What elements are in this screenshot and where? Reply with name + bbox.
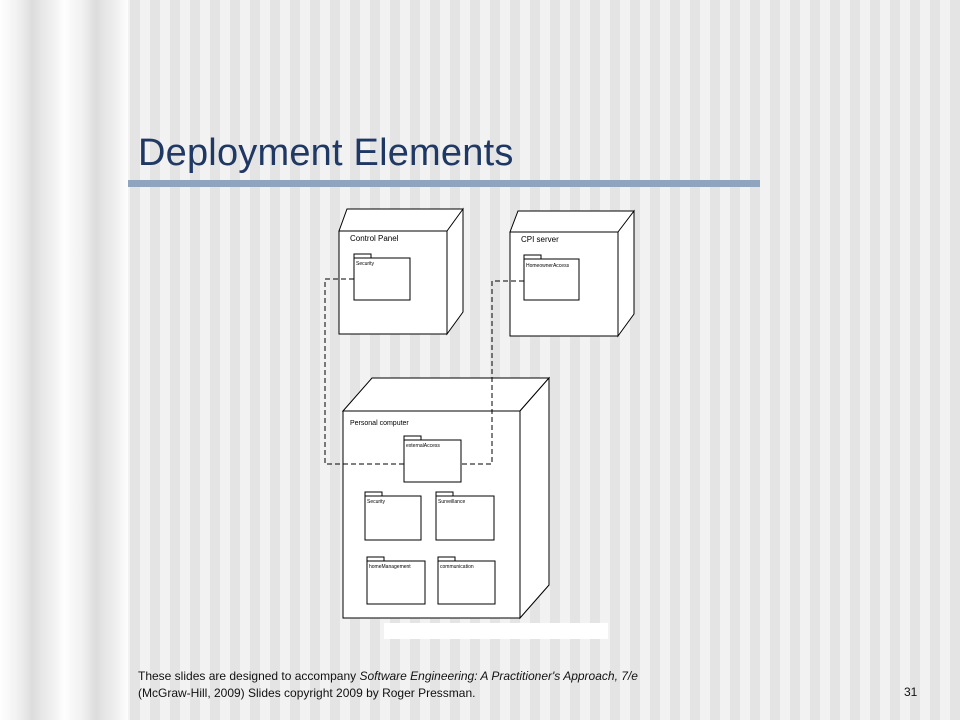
caption-placeholder-box [384, 623, 608, 639]
package-home-management [366, 556, 426, 605]
footer-book-title: Software Engineering: A Practitioner's A… [359, 669, 638, 683]
footer-line-1-prefix: These slides are designed to accompany [138, 669, 360, 683]
background-stripe-band [0, 0, 128, 720]
footer-line-1: These slides are designed to accompany S… [138, 668, 838, 685]
connector-homeowner-access-to-external-access [461, 280, 524, 465]
footer-line-2: (McGraw-Hill, 2009) Slides copyright 200… [138, 686, 476, 700]
label-cpi-server: CPI server [521, 235, 559, 244]
label-package-surveillance: Surveillance [438, 499, 465, 505]
package-security-pc [364, 491, 422, 541]
label-package-security-pc: Security [367, 499, 386, 505]
package-homeowner-access [523, 254, 580, 301]
slide-title: Deployment Elements [138, 132, 514, 174]
package-security-control-panel [353, 253, 411, 301]
package-surveillance [435, 491, 495, 541]
label-package-communication: communication [440, 564, 474, 570]
title-underline [128, 180, 760, 187]
label-package-homeowner-access: HomeownerAccess [526, 263, 570, 269]
package-communication [437, 556, 496, 605]
label-package-home-management: homeManagement [369, 564, 411, 570]
label-package-external-access: externalAccess [406, 443, 440, 449]
page-number: 31 [904, 685, 918, 699]
package-external-access [403, 435, 462, 483]
label-package-security-control-panel: Security [356, 261, 375, 267]
label-personal-computer: Personal computer [350, 420, 409, 427]
slide-footer: These slides are designed to accompany S… [138, 668, 838, 702]
connector-security-to-external-access [324, 278, 404, 465]
label-control-panel: Control Panel [350, 234, 399, 243]
